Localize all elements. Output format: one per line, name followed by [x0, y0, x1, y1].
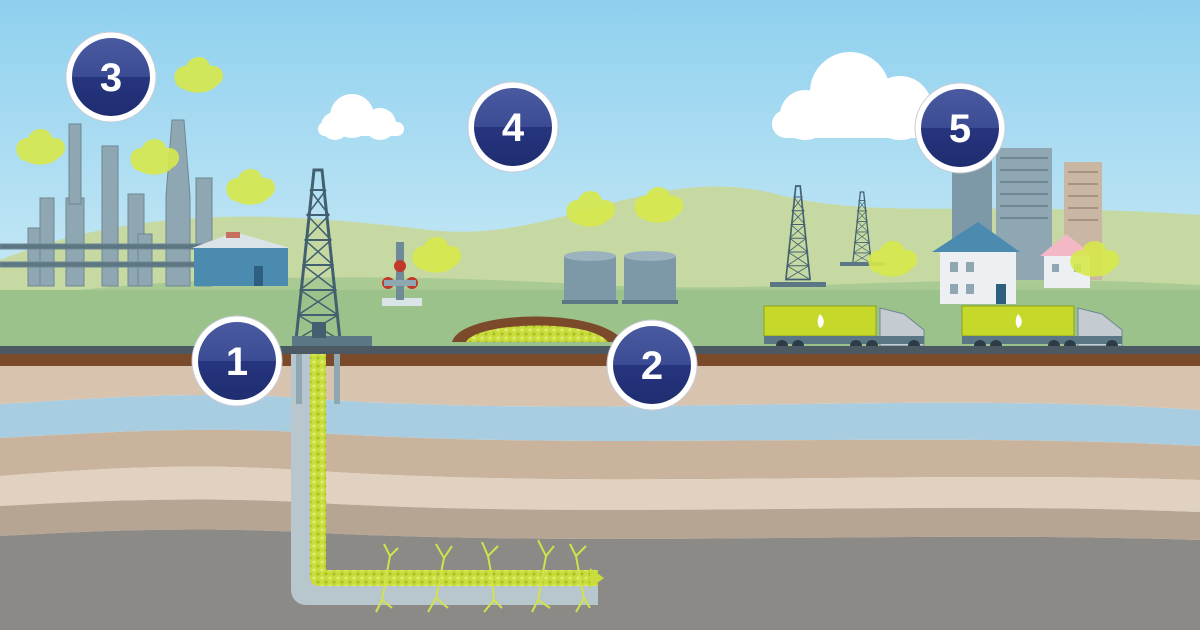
derrick-base [840, 262, 884, 266]
tanker-truck [763, 305, 925, 352]
fractures [375, 539, 591, 613]
derrick-base [770, 282, 826, 287]
step-number: 5 [949, 107, 971, 151]
step-badge-4[interactable]: 4 [467, 81, 559, 173]
step-number: 2 [641, 344, 663, 388]
step-badges: 1 2 3 4 5 [65, 31, 1006, 411]
step-badge-5[interactable]: 5 [914, 82, 1006, 174]
house-pink [1040, 234, 1094, 288]
wellhead [382, 242, 422, 306]
waste-pit [452, 316, 624, 342]
tanker-truck [961, 305, 1123, 352]
step-badge-1[interactable]: 1 [191, 315, 283, 407]
cloud-right [772, 52, 942, 140]
soil-layer [0, 354, 1200, 366]
step-number: 4 [502, 106, 525, 150]
cloud-left [318, 94, 404, 140]
step-number: 3 [100, 56, 122, 100]
well-bore [291, 354, 604, 605]
flame-icon [817, 314, 824, 328]
flame-icon [1015, 314, 1022, 328]
house-blue [932, 222, 1020, 304]
storage-tanks [562, 251, 678, 304]
step-badge-2[interactable]: 2 [606, 319, 698, 411]
road [0, 346, 1200, 354]
plant-building [192, 232, 290, 286]
valve-icon [394, 260, 406, 272]
step-badge-3[interactable]: 3 [65, 31, 157, 123]
rig-base [312, 322, 326, 338]
step-number: 1 [226, 340, 248, 384]
processing-plant [0, 119, 213, 287]
